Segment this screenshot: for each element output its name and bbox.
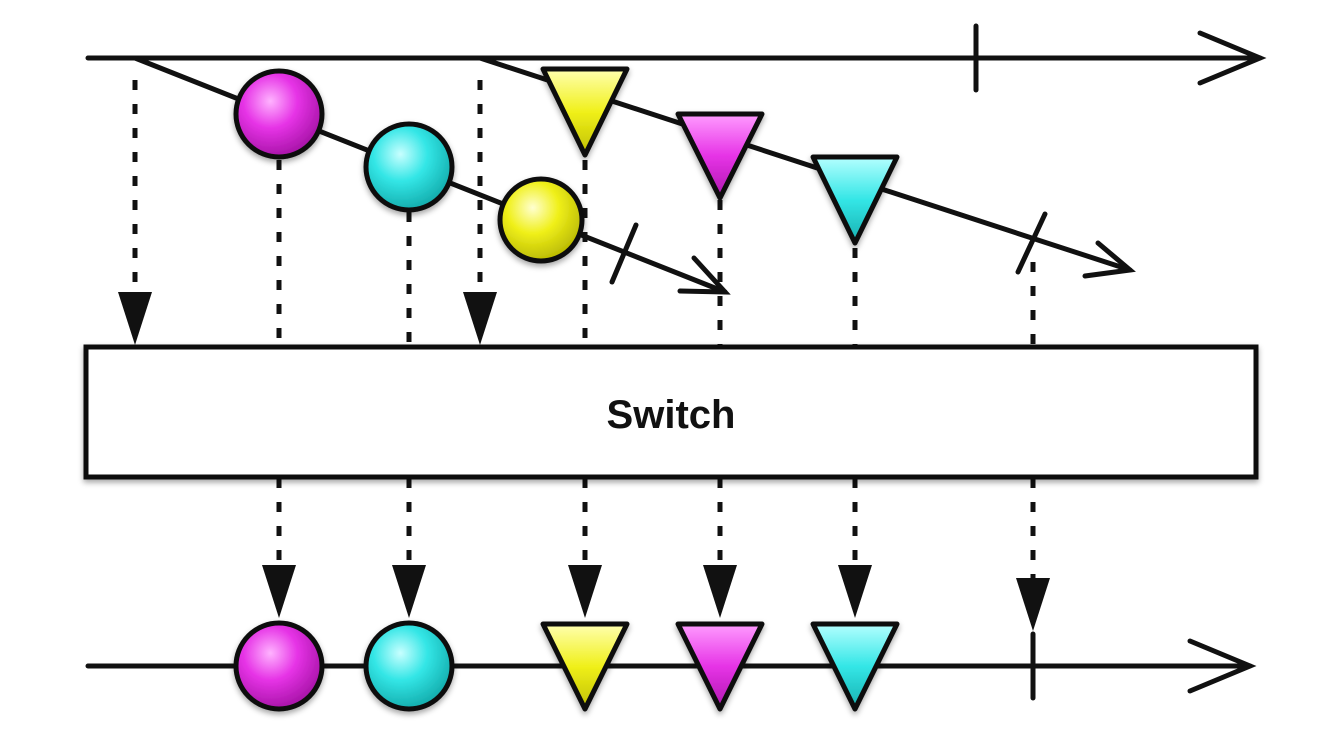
inner-stream-1-items [233, 68, 585, 264]
arrowhead-down [463, 292, 497, 345]
marble-magenta-circle [233, 68, 325, 160]
arrowhead-down [392, 565, 426, 618]
inner-stream-2-items [540, 66, 900, 246]
marble-yellow-circle [497, 176, 585, 264]
inner-stream-1-arrowhead [677, 255, 731, 295]
operator-box: Switch [83, 344, 1259, 480]
marble-cyan-triangle [810, 154, 900, 246]
marble-magenta-triangle [675, 621, 765, 712]
marble-cyan-circle [363, 121, 455, 213]
marble-cyan-circle [363, 620, 455, 712]
arrowhead-down [568, 565, 602, 618]
marble-magenta-triangle [675, 111, 765, 201]
source-timeline [85, 23, 1267, 93]
marble-yellow-triangle [540, 66, 630, 158]
arrowhead-down [118, 292, 152, 345]
inner-stream-2-arrowhead [1082, 240, 1136, 279]
output-timeline-arrowhead [1187, 638, 1257, 694]
dotted-connectors [132, 80, 1036, 578]
arrowhead-down [1016, 578, 1050, 631]
marble-magenta-circle [233, 620, 325, 712]
inner-stream-2-completion-marker [1015, 211, 1048, 275]
source-timeline-arrowhead [1197, 30, 1267, 86]
marble-yellow-triangle [540, 621, 630, 712]
output-items [233, 620, 900, 712]
arrowhead-down [838, 565, 872, 618]
marble-cyan-triangle [810, 621, 900, 712]
arrowhead-down [703, 565, 737, 618]
inner-stream-1-completion-marker [609, 222, 639, 285]
operator-box-rect [83, 344, 1259, 480]
operator-label: Switch [607, 393, 736, 437]
connector-arrowheads [118, 292, 1050, 631]
arrowhead-down [262, 565, 296, 618]
